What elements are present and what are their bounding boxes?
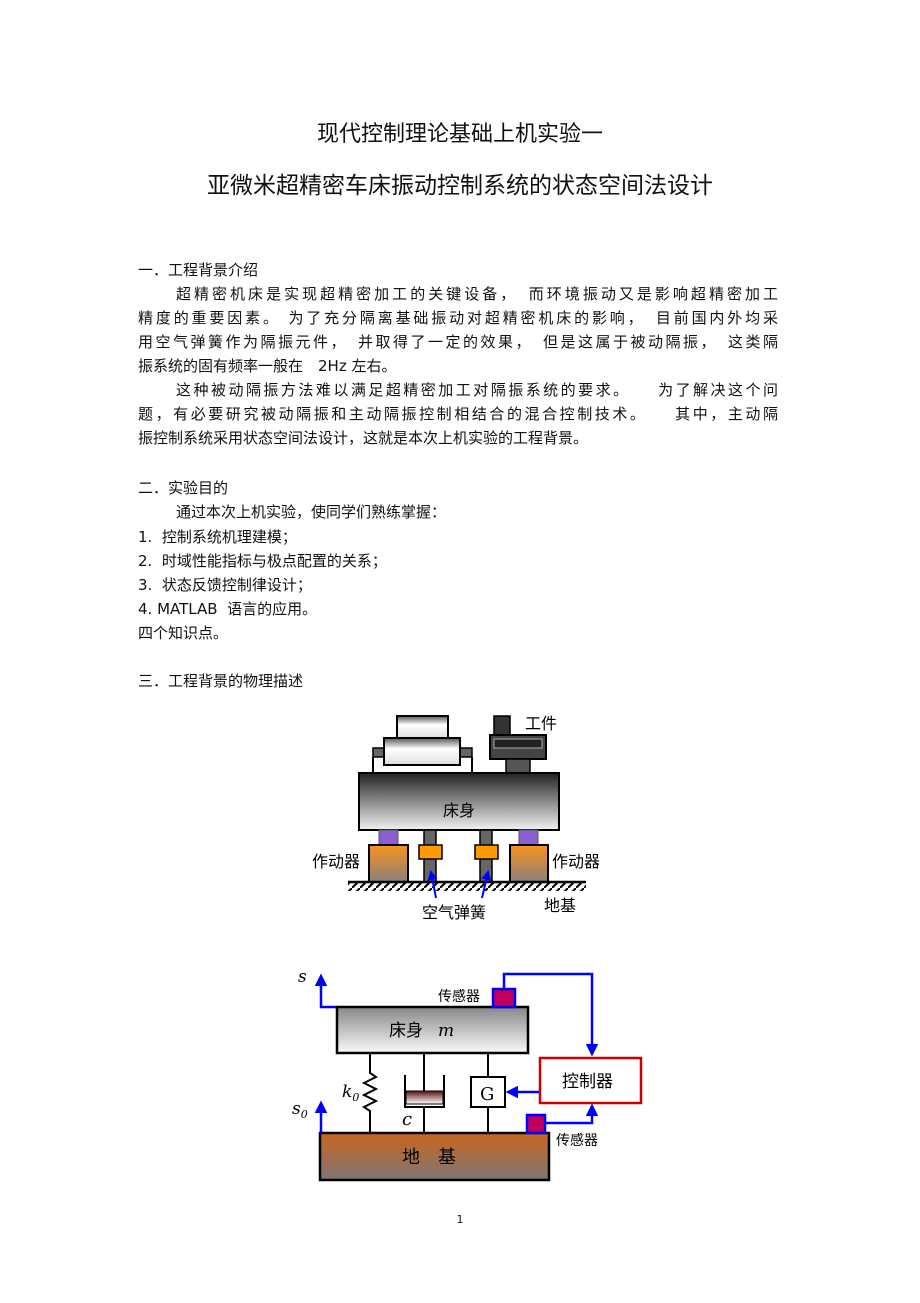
page-number: 1 [456,1213,464,1226]
paragraph-line: 振控制系统采用状态空间法设计，这就是本次上机实验的工程背景。 [138,429,589,447]
list-item: 3. 状态反馈控制律设计； [138,576,312,594]
list-item: 2. 时域性能指标与极点配置的关系； [138,552,387,570]
label-foundation: 地基 [544,896,576,915]
list-item: 1. 控制系统机理建模； [138,528,297,546]
controller-block [538,1056,643,1105]
label-c: c [402,1109,412,1130]
air-spring [418,844,443,860]
arrow-icon [427,870,438,899]
foundation-block [318,1131,551,1182]
label-air-spring: 空气弹簧 [422,903,486,922]
label-bed: 床身 [389,1021,423,1041]
label-workpiece: 工件 [525,714,557,733]
label-foundation: 地 基 [402,1147,456,1168]
actuator-right [509,844,549,883]
workpiece-post [493,715,511,737]
label-sensor-top: 传感器 [438,988,480,1005]
label-controller: 控制器 [562,1072,613,1092]
label-s: s [298,967,307,987]
label-sensor-bottom: 传感器 [556,1132,598,1149]
title-line-1: 现代控制理论基础上机实验一 [316,122,603,147]
label-mass: m [438,1021,454,1041]
label-bed: 床身 [443,801,475,820]
label-actuator-right: 作动器 [552,852,600,871]
bed-block [358,772,560,831]
paragraph-line: 这种被动隔振方法难以满足超精密加工对隔振系统的要求。 为了解决这个问 [176,381,778,399]
actuator-g-block [470,1076,506,1108]
control-model-diagram: s 床身 m 传感器 控制器 G k0 c 地 基 s0 [292,967,643,1182]
arrow-icon [481,870,492,899]
title-line-2: 亚微米超精密车床振动控制系统的状态空间法设计 [207,173,713,199]
paragraph-line: 题，有必要研究被动隔振和主动隔振控制相结合的混合控制技术。 其中，主动隔 [138,405,778,423]
actuator-left [368,844,409,883]
paragraph-line: 用空气弹簧作为隔振元件， 并取得了一定的效果， 但是这属于被动隔振， 这类隔 [138,333,778,351]
label-k: k0 [342,1082,359,1104]
section-2-intro: 通过本次上机实验，使同学们熟练掌握： [176,503,447,521]
paragraph-line: 超精密机床是实现超精密加工的关键设备， 而环境振动又是影响超精密加工 [176,285,778,303]
bed-mass-block [335,1005,530,1055]
paragraph-line: 精度的重要因素。 为了充分隔离基础振动对超精密机床的影响， 目前国内外均采 [138,309,778,327]
list-item: 4. MATLAB 语言的应用。 [138,600,318,618]
label-s0: s0 [292,1099,308,1121]
section-2-outro: 四个知识点。 [138,624,229,642]
label-actuator-left: 作动器 [312,852,360,871]
sensor-top [491,987,517,1009]
section-1-heading: 一．工程背景介绍 [138,261,259,279]
sensor-bottom [525,1113,547,1135]
section-2-heading: 二．实验目的 [138,479,229,497]
section-3-heading: 三．工程背景的物理描述 [138,672,304,690]
label-g: G [480,1084,494,1105]
paragraph-line: 振系统的固有频率一般在 2Hz 左右。 [138,357,397,375]
spring-icon [361,1053,379,1133]
lathe-diagram: 工件 床身 作动器 作动器 空气弹簧 地基 [312,714,600,922]
air-spring [474,844,499,860]
